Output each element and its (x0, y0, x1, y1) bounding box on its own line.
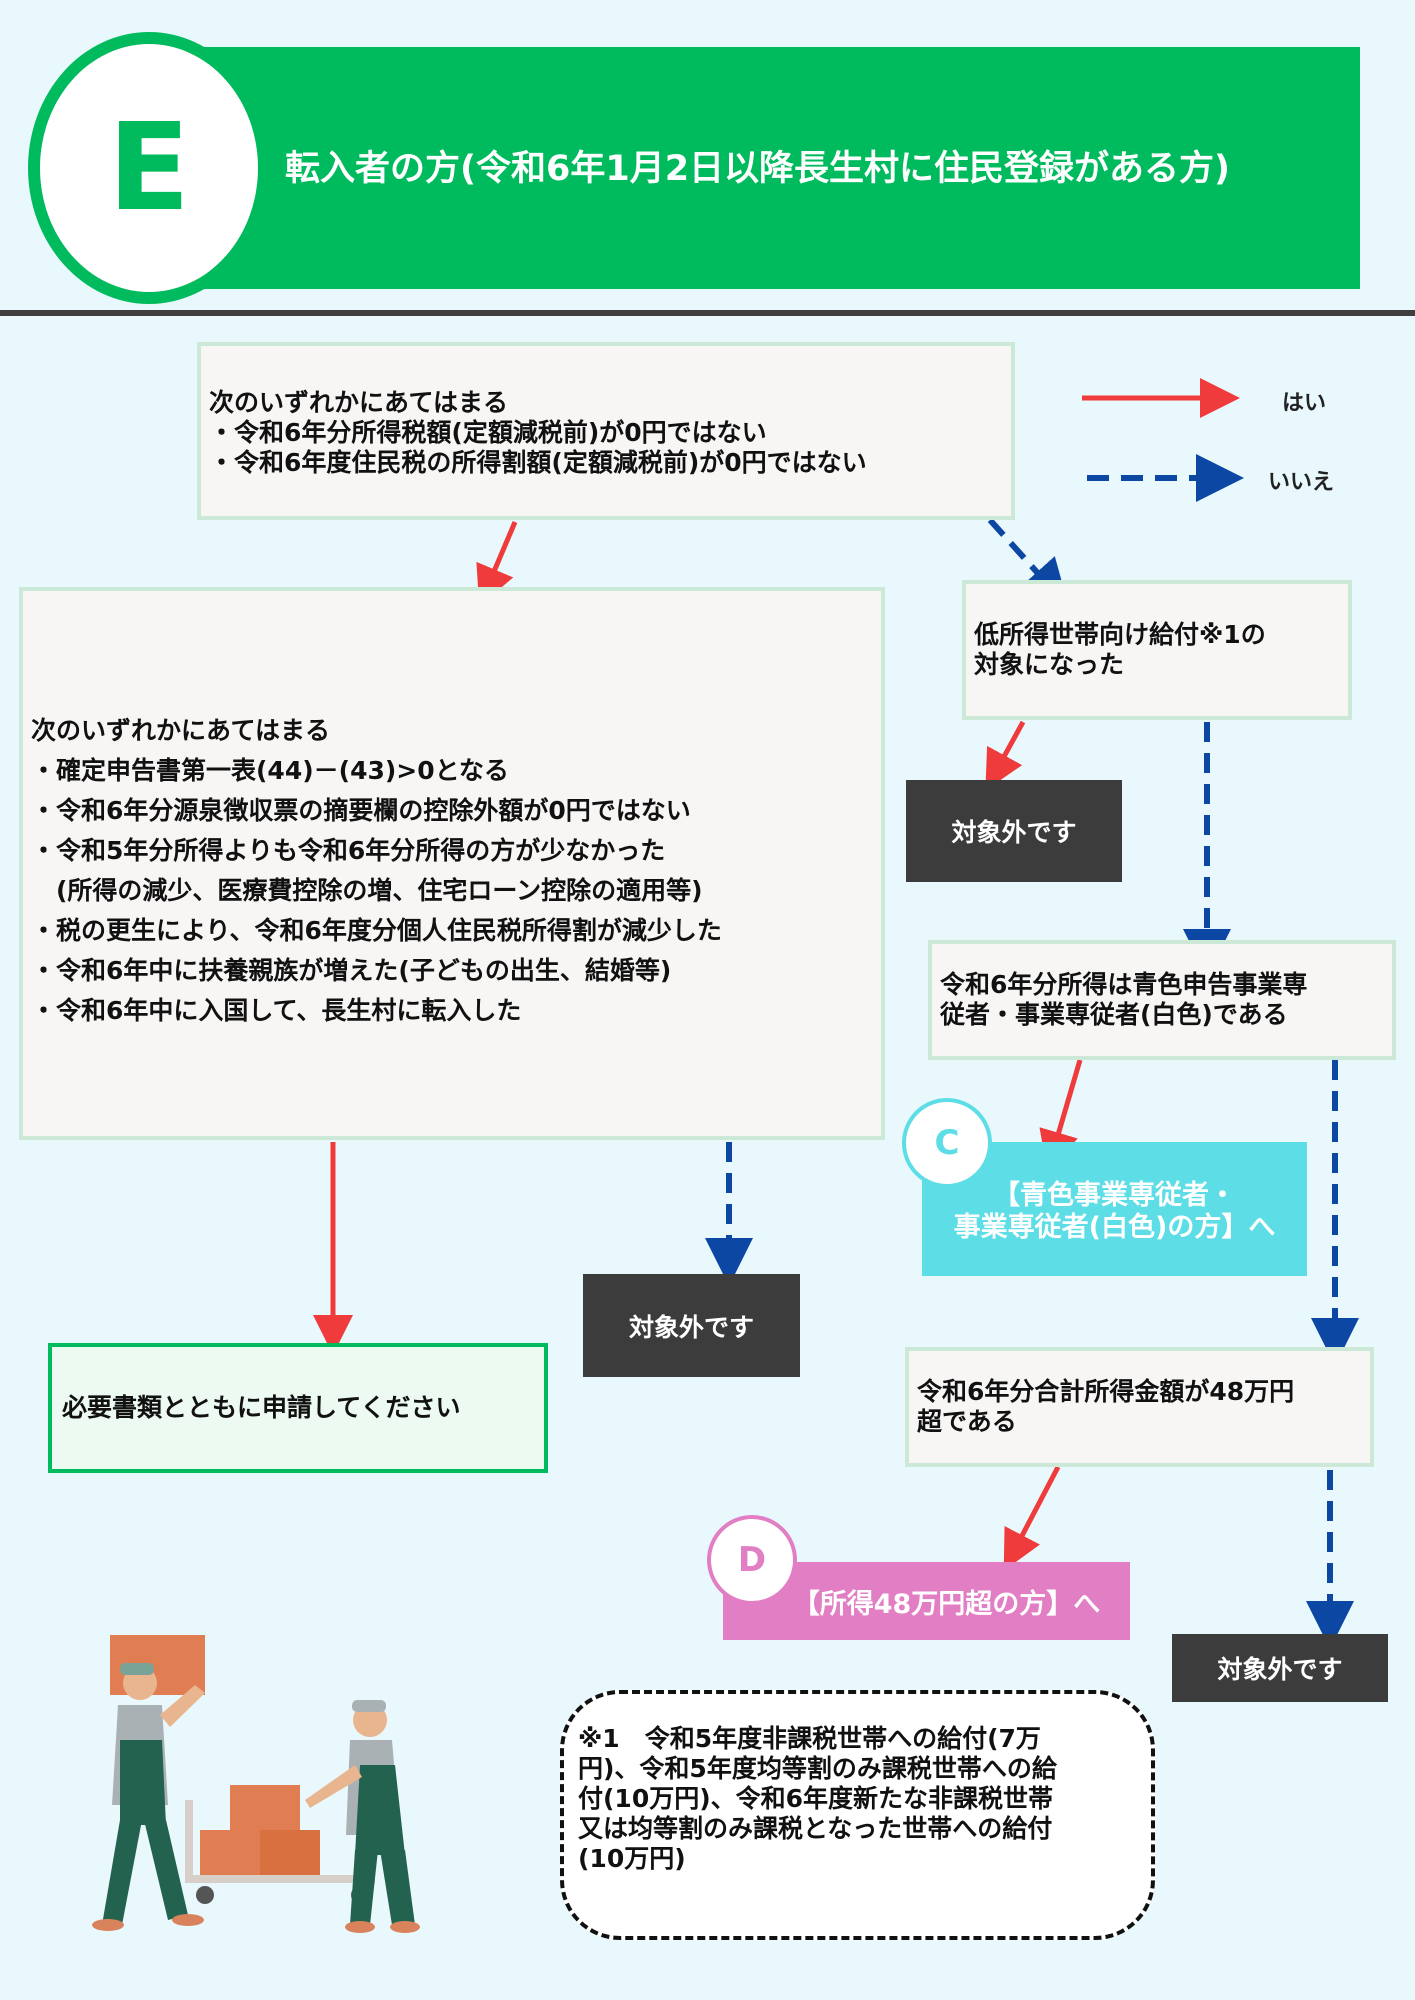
not-eligible-box-3: 対象外です (1172, 1634, 1388, 1702)
q2-line: ・令和6年中に扶養親族が増えた(子どもの出生、結婚等) (31, 956, 672, 985)
q3-line: 対象になった (974, 650, 1125, 679)
header-banner (190, 47, 1360, 289)
arrow-q1-yes (476, 521, 518, 607)
q2-line: 次のいずれかにあてはまる (31, 716, 331, 745)
section-c-badge: C (902, 1098, 992, 1188)
q1-line: ・令和6年分所得税額(定額減税前)が0円ではない (209, 418, 767, 447)
arrow-q3-yes (985, 720, 1026, 791)
workers-with-boxes-illustration (92, 1635, 420, 1933)
apply-text: 必要書類とともに申請してください (62, 1393, 461, 1422)
q2-line: ・確定申告書第一表(44)－(43)>0となる (31, 756, 509, 785)
not-eligible-box-1: 対象外です (906, 780, 1122, 882)
note-line: 又は均等割のみ課税となった世帯への給付 (578, 1814, 1053, 1843)
question-box-2: 次のいずれかにあてはまる ・確定申告書第一表(44)－(43)>0となる ・令和… (19, 587, 885, 1140)
q2-line: ・税の更生により、令和6年度分個人住民税所得割が減少した (31, 916, 722, 945)
header-divider (0, 310, 1415, 316)
q2-line: ・令和6年分源泉徴収票の摘要欄の控除外額が0円ではない (31, 796, 691, 825)
arrow-q1-no (987, 517, 1070, 608)
link-c-line: 事業専従者(白色)の方】へ (953, 1212, 1276, 1243)
note-line: 付(10万円)、令和6年度新たな非課税世帯 (578, 1784, 1054, 1813)
not-eligible-box-2: 対象外です (583, 1274, 800, 1377)
section-letter: E (108, 98, 190, 238)
q2-line: ・令和5年分所得よりも令和6年分所得の方が少なかった (31, 836, 666, 865)
q1-line: 次のいずれかにあてはまる (209, 388, 509, 417)
q3-line: 低所得世帯向け給付※1の (974, 620, 1266, 649)
q1-line: ・令和6年度住民税の所得割額(定額減税前)が0円ではない (209, 448, 867, 477)
note-line: ※1 令和5年度非課税世帯への給付(7万 (578, 1724, 1041, 1753)
arrow-q5-yes (1003, 1465, 1061, 1571)
page-title: 転入者の方(令和6年1月2日以降長生村に住民登録がある方) (285, 149, 1231, 189)
question-box-4: 令和6年分所得は青色申告事業専 従者・事業専従者(白色)である (928, 940, 1396, 1060)
footnote-box: ※1 令和5年度非課税世帯への給付(7万 円)、令和5年度均等割のみ課税世帯への… (560, 1690, 1155, 1940)
apply-box: 必要書類とともに申請してください (48, 1343, 548, 1473)
q2-line: ・令和6年中に入国して、長生村に転入した (31, 996, 522, 1025)
note-line: (10万円) (578, 1844, 686, 1873)
q5-line: 令和6年分合計所得金額が48万円 (917, 1377, 1295, 1406)
question-box-3: 低所得世帯向け給付※1の 対象になった (962, 580, 1352, 720)
arrow-q4-yes (1039, 1059, 1083, 1172)
section-d-badge: D (707, 1515, 797, 1605)
legend-no-label: いいえ (1268, 470, 1335, 495)
note-line: 円)、令和5年度均等割のみ課税世帯への給 (578, 1754, 1057, 1783)
q2-line: (所得の減少、医療費控除の増、住宅ローン控除の適用等) (31, 876, 703, 905)
question-box-5: 令和6年分合計所得金額が48万円 超である (905, 1347, 1374, 1467)
question-box-1: 次のいずれかにあてはまる ・令和6年分所得税額(定額減税前)が0円ではない ・令… (197, 342, 1015, 520)
q5-line: 超である (917, 1407, 1017, 1436)
q4-line: 従者・事業専従者(白色)である (940, 1000, 1288, 1029)
legend-yes-label: はい (1282, 391, 1327, 416)
link-c-line: 【青色事業専従者・ (993, 1180, 1236, 1211)
q4-line: 令和6年分所得は青色申告事業専 (940, 970, 1308, 999)
